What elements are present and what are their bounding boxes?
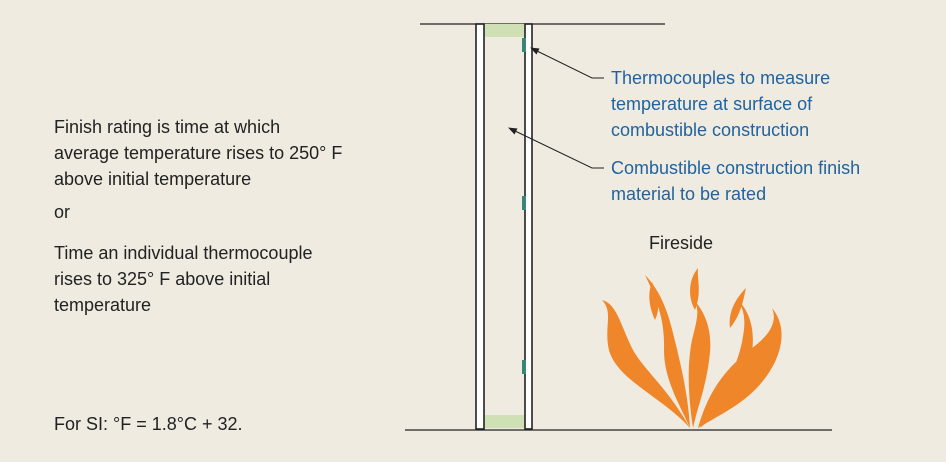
thermocouple-marker [522,38,526,52]
bottom-spacer [484,415,525,428]
top-spacer [484,24,525,37]
thermocouples-leader [534,49,604,79]
thermocouple-marker [522,360,526,374]
fireside-label: Fireside [649,233,714,253]
thermocouples-callout: Thermocouples to measure temperature at … [611,68,831,140]
finish-material-arrowhead [508,127,518,135]
finish-material-callout: Combustible construction finish material… [611,158,861,204]
left-wall-board [475,23,485,430]
thermocouple-rise-definition: Time an individual thermocouple rises to… [54,243,313,315]
flame-icon [602,268,782,428]
or-connector: or [54,202,71,222]
thermocouple-marker [522,196,526,210]
finish-material-board [524,23,533,430]
finish-rating-definition: Finish rating is time at which average t… [54,117,343,189]
finish-material-leader [512,129,604,169]
thermocouples-arrowhead [530,47,540,55]
si-conversion-note: For SI: °F = 1.8°C + 32. [54,414,243,434]
